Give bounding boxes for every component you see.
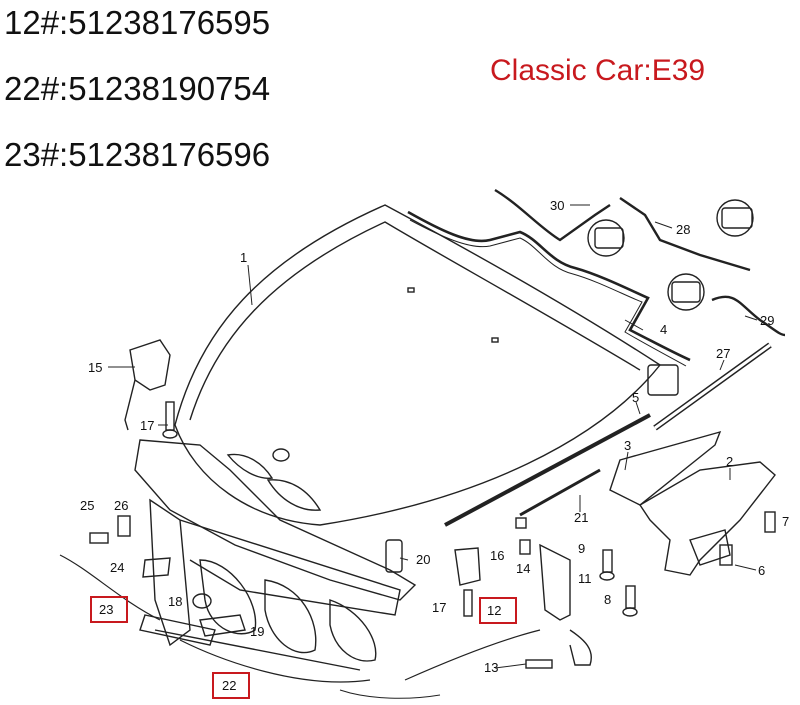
label-17b: 17 [432, 600, 446, 615]
struts [444, 342, 772, 527]
label-14: 14 [516, 561, 530, 576]
label-9: 9 [578, 541, 585, 556]
label-30: 30 [550, 198, 564, 213]
cables [59, 554, 541, 699]
page-title: Classic Car:E39 [490, 54, 706, 87]
label-18: 18 [168, 594, 182, 609]
label-6: 6 [758, 563, 765, 578]
radiator-support [134, 439, 417, 671]
label-15: 15 [88, 360, 102, 375]
label-16: 16 [490, 548, 504, 563]
label-5: 5 [632, 390, 639, 405]
callout-labels: 1 2 3 4 5 6 7 8 9 11 12 13 14 15 16 17 1… [80, 198, 789, 693]
label-26: 26 [114, 498, 128, 513]
label-19: 19 [250, 624, 264, 639]
label-2: 2 [726, 454, 733, 469]
label-7: 7 [782, 514, 789, 529]
leader-lines [108, 204, 758, 669]
label-24: 24 [110, 560, 124, 575]
label-21: 21 [574, 510, 588, 525]
part-number-22: 22#:51238190754 [4, 70, 271, 107]
label-17a: 17 [140, 418, 154, 433]
label-23: 23 [99, 602, 113, 617]
highlight-box-12 [479, 597, 517, 624]
label-3: 3 [624, 438, 631, 453]
label-4: 4 [660, 322, 667, 337]
label-13: 13 [484, 660, 498, 675]
label-12: 12 [487, 603, 501, 618]
label-28: 28 [676, 222, 690, 237]
label-11: 11 [578, 571, 592, 586]
label-27: 27 [716, 346, 730, 361]
part-number-23: 23#:51238176596 [4, 136, 271, 173]
hood-seals [407, 188, 786, 367]
highlight-boxes [90, 596, 517, 699]
label-25: 25 [80, 498, 94, 513]
hardware [89, 401, 776, 669]
label-29: 29 [760, 313, 774, 328]
hood-hinge [609, 430, 776, 576]
part-number-12: 12#:51238176595 [4, 4, 271, 41]
label-22: 22 [222, 678, 236, 693]
label-20: 20 [416, 552, 430, 567]
highlight-box-23 [90, 596, 128, 623]
label-8: 8 [604, 592, 611, 607]
highlight-box-22 [212, 672, 250, 699]
label-1: 1 [240, 250, 247, 265]
latch-bracket [124, 339, 171, 431]
